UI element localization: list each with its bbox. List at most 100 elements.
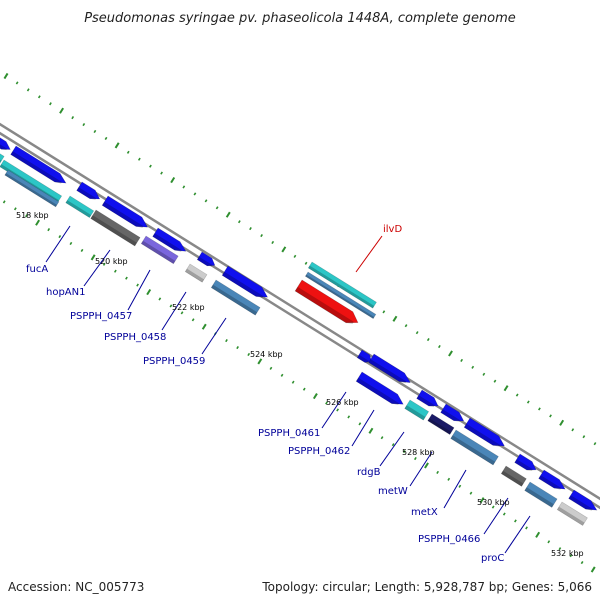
tick-mark xyxy=(59,107,65,114)
tick-mark xyxy=(102,262,106,266)
label-connector xyxy=(161,291,187,331)
tick-mark xyxy=(471,365,475,369)
cds-arrow[interactable] xyxy=(568,489,600,514)
gene-bar[interactable] xyxy=(404,399,430,421)
kbp-label: 520 kbp xyxy=(95,257,128,266)
cds-arrow[interactable] xyxy=(152,227,189,256)
cds-arrow[interactable] xyxy=(196,251,217,269)
tick-mark xyxy=(193,192,197,196)
tick-mark xyxy=(469,491,473,495)
cds-arrow[interactable] xyxy=(440,403,467,425)
gene-bar[interactable] xyxy=(90,209,141,247)
tick-mark xyxy=(47,228,51,232)
gene-bar[interactable] xyxy=(0,149,5,164)
label-connector xyxy=(83,249,111,287)
cds-arrow[interactable] xyxy=(356,349,374,365)
label-connector xyxy=(127,269,151,311)
cds-arrow[interactable] xyxy=(538,469,568,493)
tick-mark xyxy=(160,171,163,175)
gene-label[interactable]: proC xyxy=(481,553,504,564)
tick-mark xyxy=(225,211,231,218)
tick-mark xyxy=(191,318,195,322)
tick-mark xyxy=(293,254,297,258)
tick-mark xyxy=(502,512,506,516)
tick-mark xyxy=(424,462,429,469)
gene-label[interactable]: fucA xyxy=(26,264,48,275)
cds-arrow[interactable] xyxy=(0,133,13,153)
gene-label[interactable]: PSPPH_0466 xyxy=(418,534,480,545)
tick-mark xyxy=(549,414,552,418)
kbp-label: 522 kbp xyxy=(172,303,205,312)
gene-label[interactable]: metW xyxy=(378,486,408,497)
tick-mark xyxy=(237,220,241,224)
gene-bar[interactable] xyxy=(304,271,377,320)
gene-label[interactable]: PSPPH_0457 xyxy=(70,311,132,322)
gene-label-highlight[interactable]: ilvD xyxy=(383,224,402,235)
tick-mark xyxy=(35,219,41,226)
tick-mark xyxy=(280,373,284,377)
cds-arrow[interactable] xyxy=(355,371,406,409)
tick-mark xyxy=(69,241,73,246)
ilvD-arrow[interactable] xyxy=(294,279,361,328)
gene-bar-ilvD[interactable] xyxy=(307,261,377,309)
tick-mark xyxy=(281,246,287,253)
gene-bar[interactable] xyxy=(500,465,527,487)
topology-text: Topology: circular; Length: 5,928,787 bp… xyxy=(262,580,592,594)
gene-bar[interactable] xyxy=(210,279,261,316)
tick-mark xyxy=(347,415,351,419)
gene-bar[interactable] xyxy=(184,263,208,283)
gene-label[interactable]: hopAN1 xyxy=(46,287,86,298)
tick-mark xyxy=(236,345,239,350)
gene-bar[interactable] xyxy=(556,501,588,526)
gene-label[interactable]: PSPPH_0458 xyxy=(104,332,166,343)
gene-label[interactable]: PSPPH_0462 xyxy=(288,446,350,457)
tick-mark xyxy=(291,380,295,384)
gene-label[interactable]: rdgB xyxy=(357,467,381,478)
tick-mark xyxy=(479,497,485,504)
kbp-label: 524 kbp xyxy=(250,350,283,359)
cds-arrow[interactable] xyxy=(514,453,539,474)
gene-bar[interactable] xyxy=(524,481,558,508)
gene-bar[interactable] xyxy=(450,429,499,466)
gene-label[interactable]: PSPPH_0459 xyxy=(143,356,205,367)
tick-mark xyxy=(170,176,176,184)
label-connector xyxy=(483,497,509,535)
gene-label[interactable]: metX xyxy=(411,507,438,518)
accession-text: Accession: NC_005773 xyxy=(8,580,145,594)
gene-bar[interactable] xyxy=(427,413,455,435)
label-connector xyxy=(45,225,71,263)
tick-mark xyxy=(249,227,252,231)
gene-bar[interactable] xyxy=(140,235,179,265)
tick-mark xyxy=(525,526,528,530)
cds-arrow[interactable] xyxy=(76,181,103,203)
tick-mark xyxy=(13,207,17,211)
cds-arrow[interactable] xyxy=(416,389,441,410)
cds-arrow[interactable] xyxy=(101,195,150,232)
tick-mark xyxy=(71,116,75,120)
cds-arrow[interactable] xyxy=(463,417,507,451)
gene-bar[interactable] xyxy=(65,195,95,219)
tick-mark xyxy=(514,519,517,523)
tick-mark xyxy=(2,200,6,204)
label-connector xyxy=(409,451,433,487)
tick-mark xyxy=(90,254,96,261)
tick-mark xyxy=(104,136,108,140)
cds-arrow[interactable] xyxy=(10,145,69,187)
tick-mark xyxy=(558,547,562,551)
kbp-label: 532 kbp xyxy=(551,549,584,558)
tick-mark xyxy=(126,150,130,154)
tick-mark xyxy=(257,358,263,365)
tick-mark xyxy=(204,199,208,203)
gene-bar[interactable] xyxy=(4,169,60,208)
tick-mark xyxy=(49,102,52,106)
kbp-label: 526 kbp xyxy=(326,398,359,407)
cds-arrow[interactable] xyxy=(368,353,413,387)
tick-mark xyxy=(392,315,398,322)
cds-arrow[interactable] xyxy=(221,265,270,302)
tick-mark xyxy=(547,540,551,544)
tick-mark xyxy=(136,283,139,287)
tick-mark xyxy=(180,311,184,315)
tick-mark xyxy=(215,206,219,210)
gene-label[interactable]: PSPPH_0461 xyxy=(258,428,320,439)
